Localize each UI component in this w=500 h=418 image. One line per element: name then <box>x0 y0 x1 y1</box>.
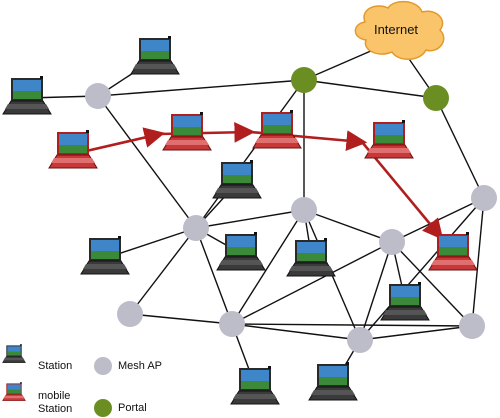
laptop-icon <box>308 362 358 401</box>
mesh-link <box>231 209 305 325</box>
devices-layer <box>2 36 478 405</box>
mesh-ap-node <box>459 313 485 339</box>
mesh-link <box>195 227 233 325</box>
mobility-arrow <box>81 127 166 154</box>
mesh-link <box>359 197 485 341</box>
mobile-laptop-icon <box>364 120 414 159</box>
mesh-links <box>27 39 485 389</box>
laptop-icon <box>216 232 266 271</box>
mesh-link <box>471 197 485 327</box>
mesh-link <box>129 313 233 325</box>
laptop-icon <box>380 282 430 321</box>
mesh-ap-node <box>471 185 497 211</box>
legend: Station Mesh AP mobile Station Portal <box>2 344 162 417</box>
mesh-link <box>303 79 437 99</box>
mesh-link <box>195 209 305 229</box>
mesh-ap-node <box>85 83 111 109</box>
legend-portal-label: Portal <box>118 402 147 414</box>
mesh-link <box>391 241 473 327</box>
portal-node <box>291 67 317 93</box>
portal-node <box>423 85 449 111</box>
mesh-link <box>129 227 197 315</box>
mesh-link <box>231 241 393 325</box>
legend-mesh-ap-icon <box>94 357 112 375</box>
legend-mesh-ap-label: Mesh AP <box>118 360 162 372</box>
mesh-ap-node <box>117 301 143 327</box>
mesh-ap-node <box>379 229 405 255</box>
mesh-ap-node <box>291 197 317 223</box>
laptop-icon <box>2 76 52 115</box>
legend-station-icon <box>2 344 26 363</box>
mobile-laptop-icon <box>48 130 98 169</box>
mesh-link <box>97 95 197 229</box>
mesh-ap-node <box>183 215 209 241</box>
laptop-icon <box>230 366 280 405</box>
mesh-link <box>359 241 393 341</box>
mesh-link <box>231 323 473 327</box>
legend-mobile-label-line1: mobile <box>38 390 70 402</box>
legend-mobile-label-line2: Station <box>38 403 72 415</box>
legend-station-label: Station <box>38 360 72 372</box>
mesh-link <box>359 325 473 341</box>
internet-label: Internet <box>374 22 418 37</box>
legend-mobile-station-icon <box>2 382 26 401</box>
mesh-link <box>303 209 393 243</box>
mesh-link <box>435 97 485 199</box>
nodes-layer <box>85 67 497 353</box>
mesh-ap-node <box>347 327 373 353</box>
mesh-link <box>97 79 305 97</box>
mesh-ap-node <box>219 311 245 337</box>
legend-portal-icon <box>94 399 112 417</box>
internet-cloud: Internet <box>354 0 445 60</box>
laptop-icon <box>130 36 180 75</box>
laptop-icon <box>286 238 336 277</box>
mobile-laptop-icon <box>252 110 302 149</box>
mesh-link <box>231 323 361 341</box>
laptop-icon <box>212 160 262 199</box>
mesh-link <box>195 79 305 229</box>
mobile-laptop-icon <box>162 112 212 151</box>
